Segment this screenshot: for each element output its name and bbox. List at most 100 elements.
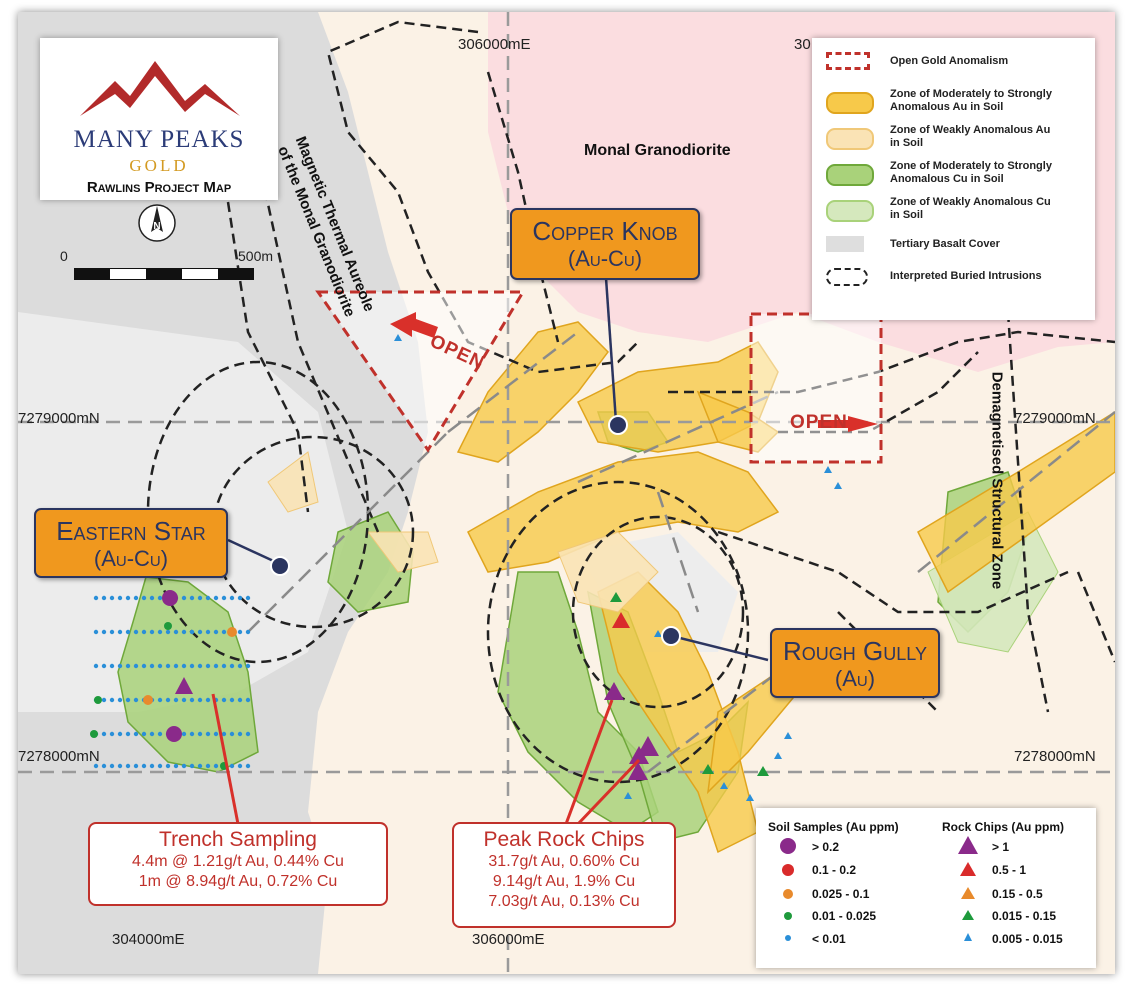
rock-trace-symbol: [964, 933, 972, 941]
soil-sample-dot: [213, 629, 219, 635]
soil-sample-dot: [245, 763, 251, 769]
soil-sample-dot: [197, 763, 203, 769]
rock-legend-label: 0.015 - 0.15: [992, 909, 1057, 923]
rock-chip-trace: [720, 782, 728, 789]
peak-line: 7.03g/t Au, 0.13% Cu: [488, 893, 640, 910]
intrusion-outline: [571, 515, 745, 709]
fault-line: [577, 390, 779, 484]
intrusion-outline: [226, 201, 310, 513]
rock-medium-symbol: [961, 887, 975, 899]
soil-sample-dot: [117, 663, 123, 669]
soil-sample-dot: [125, 763, 131, 769]
north-arrow-icon: N: [138, 204, 176, 242]
au-zone: [456, 321, 609, 463]
soil-sample-dot: [221, 731, 227, 737]
rock-chip-high: [604, 682, 624, 700]
soil-sample-dot: [205, 595, 211, 601]
soil-sample-dot: [189, 763, 195, 769]
trench-title: Trench Sampling: [159, 828, 317, 851]
soil-sample-dot: [125, 731, 131, 737]
soil-sample-dot: [245, 595, 251, 601]
soil-sample-dot: [165, 763, 171, 769]
soil-sample-dot: [149, 595, 155, 601]
soil-sample-dot: [181, 697, 187, 703]
soil-sample-dot: [133, 697, 139, 703]
prospect-symbol: [661, 626, 681, 646]
soil-sample-dot: [237, 697, 243, 703]
soil-sample-dot: [205, 629, 211, 635]
au-zone-symbol: [826, 92, 874, 114]
rock-legend-label: 0.005 - 0.015: [992, 932, 1063, 946]
soil-sample-dot: [109, 763, 115, 769]
soil-sample-high: [166, 726, 182, 742]
copper-knob-callout: Copper Knob (Au-Cu): [510, 208, 700, 280]
soil-sample-dot: [157, 731, 163, 737]
brand-name: MANY PEAKS: [73, 126, 245, 153]
soil-sample-dot: [149, 731, 155, 737]
soil-sample-dot: [101, 595, 107, 601]
svg-text:N: N: [153, 221, 160, 232]
soil-sample-dot: [157, 595, 163, 601]
soil-sample-dot: [133, 763, 139, 769]
peak-line: 31.7g/t Au, 0.60% Cu: [488, 853, 640, 870]
soil-sample-dot: [221, 595, 227, 601]
soil-sample-dot: [181, 629, 187, 635]
rock-legend-header: Rock Chips (Au ppm): [942, 820, 1064, 834]
eastern-star-title: Eastern Star: [56, 516, 206, 546]
soil-sample-dot: [109, 595, 115, 601]
soil-sample-dot: [133, 595, 139, 601]
soil-sample-dot: [205, 763, 211, 769]
open-anomaly-box: [749, 312, 883, 464]
peak-leader: [576, 758, 641, 826]
scale-start-label: 0: [60, 248, 68, 264]
copper-knob-sub: (Au-Cu): [567, 246, 643, 271]
rock-legend-label: > 1: [992, 840, 1010, 854]
map-frame: 306000mE 30 7279000mN 7279000mN 7278000m…: [18, 12, 1115, 974]
soil-medium-high-symbol: [782, 864, 794, 876]
soil-sample-dot: [181, 663, 187, 669]
soil-sample-dot: [237, 595, 243, 601]
rock-chip-low: [610, 592, 622, 602]
soil-sample-dot: [141, 629, 147, 635]
granodiorite-label: Monal Granodiorite: [584, 142, 731, 159]
rock-chip-trace: [784, 732, 792, 739]
soil-sample-dot: [109, 731, 115, 737]
trench-sampling-box: Trench Sampling 4.4m @ 1.21g/t Au, 0.44%…: [88, 822, 388, 906]
intrusion-outline: [778, 351, 979, 434]
eastern-star-callout: Eastern Star (Au-Cu): [34, 508, 228, 578]
rock-chip-medium: [612, 612, 630, 628]
soil-sample-dot: [149, 663, 155, 669]
grid-label-northing: 7278000mN: [1014, 748, 1096, 765]
rock-chip-high: [637, 736, 659, 756]
soil-sample-dot: [173, 629, 179, 635]
soil-sample-dot: [173, 697, 179, 703]
soil-sample-dot: [125, 629, 131, 635]
rough-gully-leader: [671, 634, 769, 662]
soil-legend-label: 0.01 - 0.025: [812, 909, 877, 923]
soil-sample-dot: [189, 629, 195, 635]
soil-sample-dot: [205, 697, 211, 703]
soil-sample-dot: [133, 663, 139, 669]
copper-knob-leader: [604, 277, 618, 423]
soil-sample-dot: [125, 595, 131, 601]
soil-sample-dot: [213, 731, 219, 737]
peak-leader: [564, 699, 614, 825]
scale-end-label: 500m: [238, 248, 274, 264]
soil-sample-dot: [229, 731, 235, 737]
fault-line: [656, 491, 700, 613]
soil-sample-dot: [197, 629, 203, 635]
brand-gold: GOLD: [129, 156, 189, 175]
basalt-symbol: [826, 236, 864, 252]
project-title: Rawlins Project Map: [86, 179, 232, 196]
soil-sample-dot: [101, 663, 107, 669]
open-arrow-left: [390, 312, 438, 338]
soil-sample-dot: [237, 763, 243, 769]
soil-sample-dot: [117, 731, 123, 737]
soil-sample-dot: [221, 629, 227, 635]
soil-sample-dot: [237, 663, 243, 669]
prospect-symbol: [270, 556, 290, 576]
soil-medium-symbol: [783, 889, 793, 899]
soil-sample-dot: [141, 731, 147, 737]
map-canvas: [18, 12, 1115, 974]
soil-sample-dot: [93, 629, 99, 635]
